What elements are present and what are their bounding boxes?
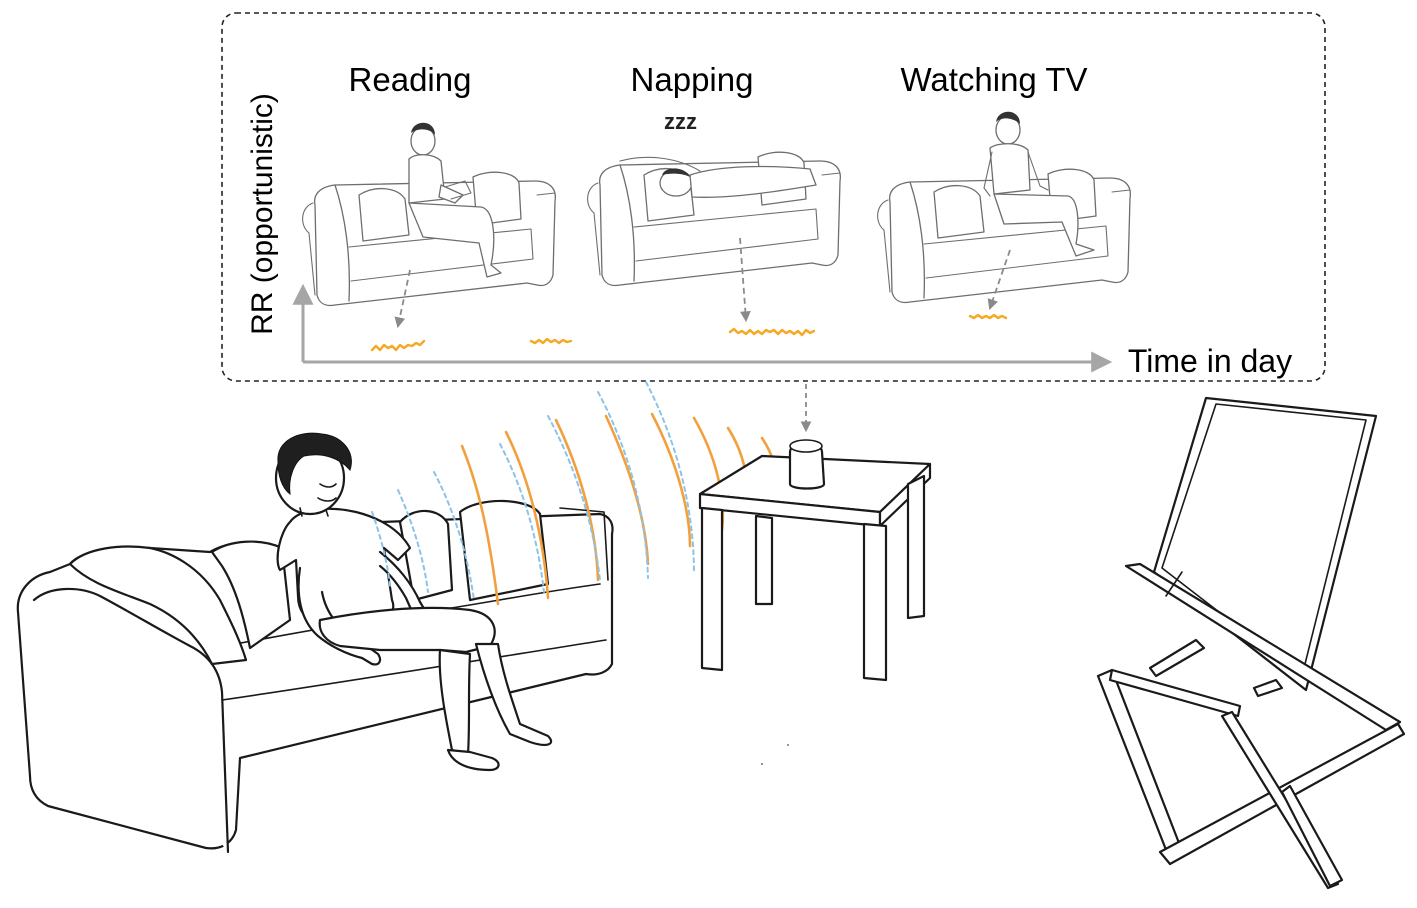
- side-table-illustration: [698, 454, 932, 682]
- sofa-illustration: [16, 499, 614, 854]
- napping-pointer-arrow: [739, 237, 751, 323]
- x-axis-label: Time in day: [1128, 343, 1292, 379]
- activity-label-watching-tv: Watching TV: [900, 61, 1087, 98]
- y-axis-label: RR (opportunistic): [246, 93, 279, 335]
- radar-waves-blue: [371, 381, 695, 601]
- rr-timeline-panel: RR (opportunistic) Time in day Reading N…: [221, 12, 1326, 433]
- sleep-zzz-icon: zzz: [664, 109, 697, 134]
- rr-signal-napping: [728, 327, 816, 337]
- rr-signal-watching-tv: [968, 313, 1008, 320]
- watching-tv-sofa-illustration: [876, 111, 1131, 304]
- stray-mark: [761, 763, 763, 765]
- rr-signal-reading: [370, 339, 426, 352]
- activity-label-napping: Napping: [631, 61, 754, 98]
- television-illustration: [1096, 396, 1406, 890]
- napping-sofa-illustration: zzz: [586, 109, 841, 287]
- stray-mark: [787, 744, 789, 746]
- smart-speaker-icon: [788, 439, 826, 490]
- person-sitting-illustration: [274, 432, 553, 772]
- activity-label-reading: Reading: [349, 61, 472, 98]
- watching-tv-pointer-arrow: [987, 249, 1011, 311]
- rr-signal-between: [529, 337, 573, 345]
- reading-sofa-illustration: [301, 122, 556, 307]
